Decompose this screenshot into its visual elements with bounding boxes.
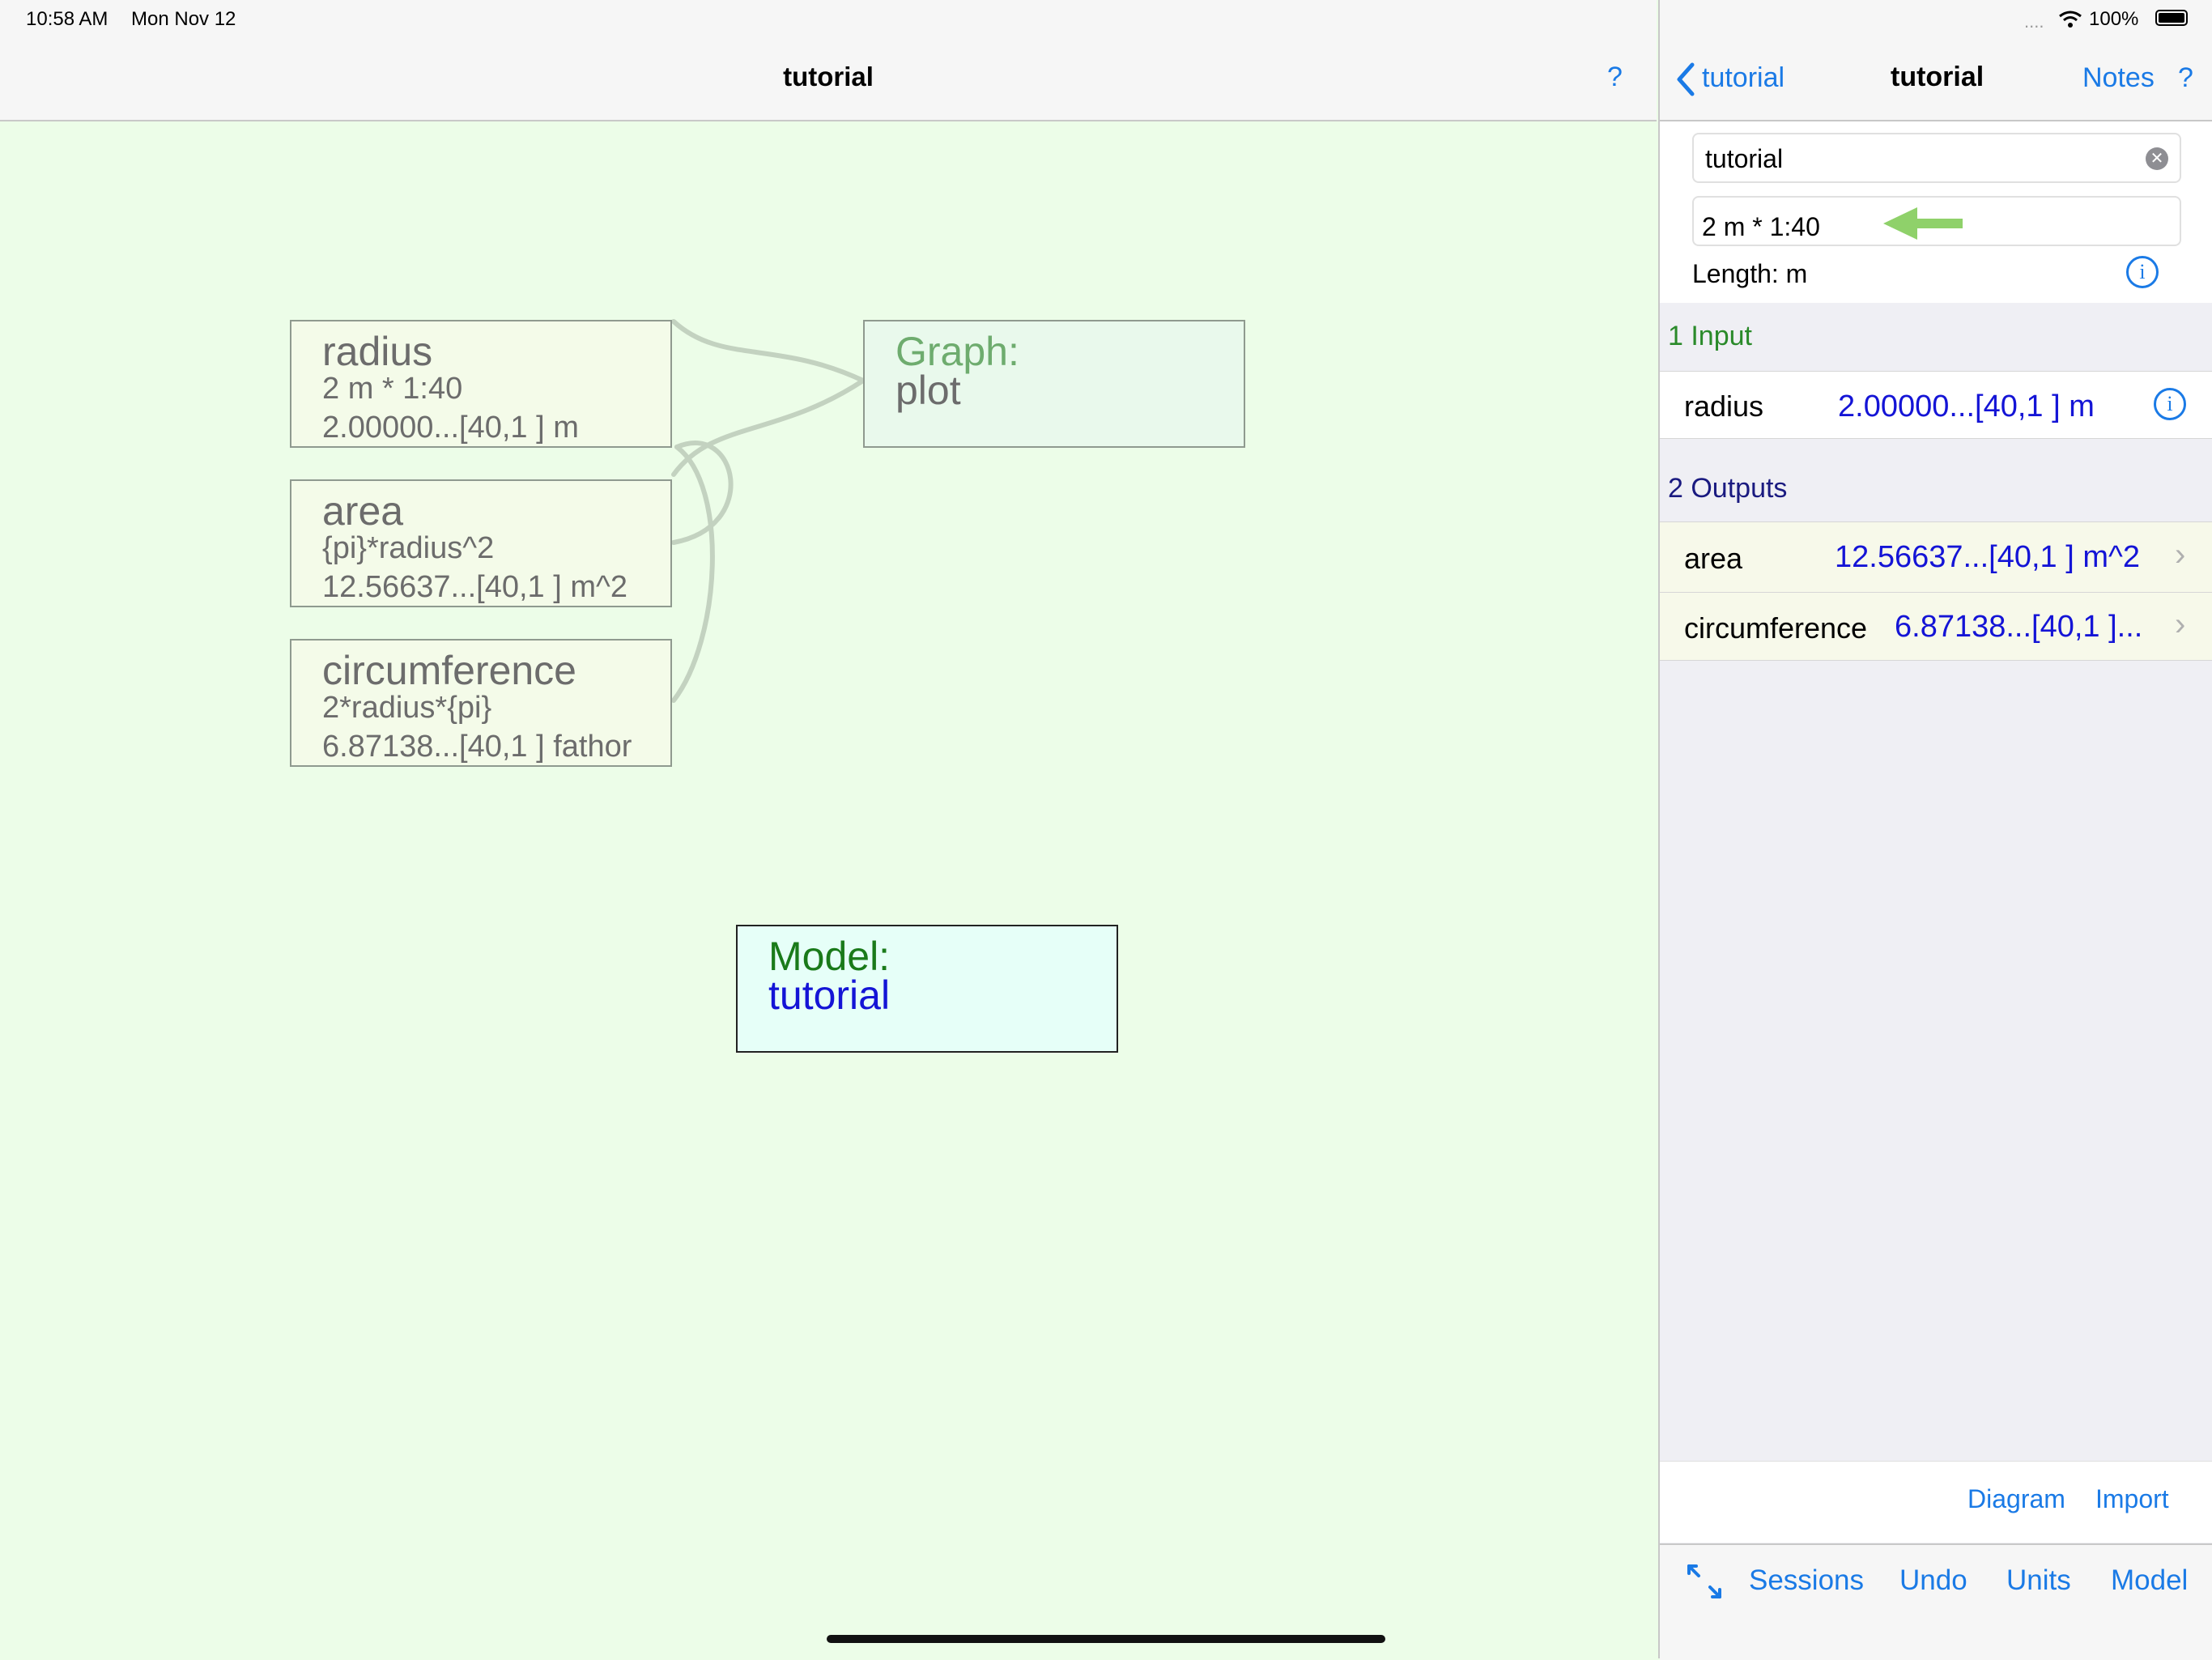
node-formula: 2 m * 1:40 [322, 372, 463, 406]
node-title: area [322, 488, 404, 534]
bottom-links-bar: Diagram Import [1660, 1461, 2212, 1543]
output-value: 12.56637...[40,1 ] m^2 [1835, 540, 2140, 574]
input-name: radius [1684, 389, 1764, 423]
model-button[interactable]: Model [2111, 1564, 2189, 1596]
node-formula: {pi}*radius^2 [322, 531, 495, 565]
status-date: Mon Nov 12 [131, 8, 236, 30]
radius-graph-connector [671, 319, 866, 383]
wifi-icon [2059, 11, 2082, 28]
import-button[interactable]: Import [2095, 1484, 2169, 1513]
inputs-header: 1 Input [1668, 321, 1752, 351]
outputs-header: 2 Outputs [1668, 473, 1788, 504]
green-arrow-icon [1883, 207, 1963, 240]
status-time: 10:58 AM [26, 8, 108, 30]
node-value: 12.56637...[40,1 ] m^2 [322, 570, 627, 604]
node-value: 2.00000...[40,1 ] m [322, 411, 579, 445]
node-area[interactable]: area {pi}*radius^2 12.56637...[40,1 ] m^… [290, 479, 672, 607]
connector-lines [671, 319, 866, 703]
diagram-button[interactable]: Diagram [1967, 1484, 2065, 1513]
model-label: Model: [768, 934, 891, 979]
node-formula: 2*radius*{pi} [322, 691, 492, 725]
output-row-area[interactable]: area 12.56637...[40,1 ] m^2 › [1660, 522, 2212, 593]
radius-area-connector [671, 440, 734, 545]
graph-name: plot [895, 368, 961, 413]
input-value: 2.00000...[40,1 ] m [1838, 389, 2095, 424]
radius-circumference-connector [671, 445, 715, 703]
input-row-radius[interactable]: radius 2.00000...[40,1 ] m i [1660, 371, 2212, 439]
node-radius[interactable]: radius 2 m * 1:40 2.00000...[40,1 ] m [290, 320, 672, 448]
info-icon[interactable]: i [2126, 256, 2159, 288]
output-row-circumference[interactable]: circumference 6.87138...[40,1 ]... › [1660, 592, 2212, 662]
undo-button[interactable]: Undo [1899, 1564, 1967, 1596]
formula-field[interactable]: 2 m * 1:40 [1692, 196, 2181, 246]
name-field[interactable]: tutorial ✕ [1692, 133, 2181, 183]
formula-field-value: 2 m * 1:40 [1702, 212, 1820, 241]
clear-icon[interactable]: ✕ [2146, 147, 2168, 170]
node-model[interactable]: Model: tutorial [736, 925, 1118, 1053]
back-button[interactable]: tutorial [1702, 62, 1785, 93]
graph-label: Graph: [895, 329, 1019, 374]
node-graph[interactable]: Graph: plot [863, 320, 1245, 448]
units-button[interactable]: Units [2006, 1564, 2071, 1596]
info-icon[interactable]: i [2154, 388, 2186, 420]
sessions-button[interactable]: Sessions [1749, 1564, 1865, 1596]
inspector-panel: .... 100% tutorial tutorial Notes ? tuto… [1658, 0, 2212, 1660]
help-button[interactable]: ? [1607, 62, 1623, 92]
chevron-left-icon[interactable] [1674, 62, 1697, 97]
notes-button[interactable]: Notes [2082, 62, 2155, 93]
model-name: tutorial [768, 973, 891, 1018]
signal-dots: .... [2024, 11, 2044, 32]
help-button[interactable]: ? [2178, 62, 2193, 93]
page-title: tutorial [783, 62, 874, 92]
inspector-title: tutorial [1891, 62, 1984, 92]
inspector-nav-bar: .... 100% tutorial tutorial Notes ? [1660, 0, 2212, 121]
chevron-right-icon: › [2175, 607, 2186, 642]
name-field-value: tutorial [1705, 144, 1784, 173]
outputs-list: area 12.56637...[40,1 ] m^2 › circumfere… [1660, 521, 2212, 661]
output-name: area [1684, 542, 1743, 575]
area-graph-connector [671, 378, 866, 477]
battery-percent: 100% [2089, 8, 2139, 30]
expand-arrows-icon[interactable] [1686, 1563, 1723, 1600]
toolbar: Sessions Undo Units Model [1660, 1543, 2212, 1660]
unit-info: Length: m [1692, 259, 1808, 288]
diagram-nav-bar: 10:58 AM Mon Nov 12 tutorial ? [0, 0, 1657, 121]
home-indicator [827, 1635, 1385, 1643]
output-name: circumference [1684, 611, 1868, 645]
node-title: circumference [322, 648, 576, 693]
node-circumference[interactable]: circumference 2*radius*{pi} 6.87138...[4… [290, 639, 672, 767]
battery-icon [2155, 10, 2188, 26]
output-value: 6.87138...[40,1 ]... [1895, 610, 2143, 644]
node-title: radius [322, 329, 433, 374]
chevron-right-icon: › [2175, 537, 2186, 572]
diagram-panel: 10:58 AM Mon Nov 12 tutorial ? radius 2 … [0, 0, 1657, 1643]
node-value: 6.87138...[40,1 ] fathor [322, 730, 632, 764]
